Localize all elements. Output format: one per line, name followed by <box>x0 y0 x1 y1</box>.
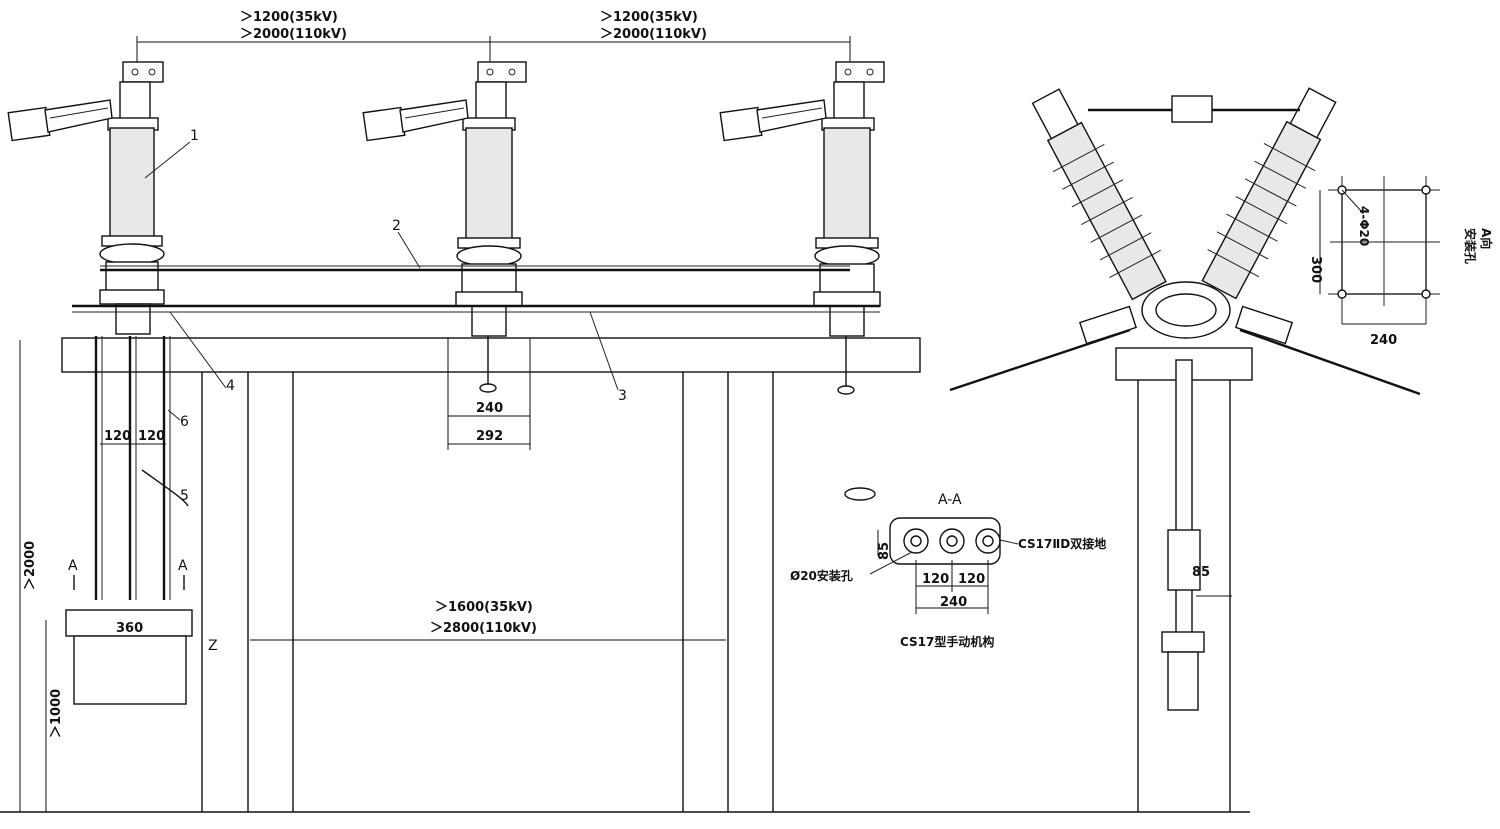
dim-height-mech: ＞1000 <box>49 689 64 738</box>
plate-hole-label: 4-Φ20 <box>1357 206 1371 246</box>
side-view <box>949 87 1421 812</box>
dim-link-120-a: 120 <box>104 429 131 444</box>
pole-1 <box>7 61 165 335</box>
section-mark-a-right: A <box>178 558 188 574</box>
dim-height-total: ＞2000 <box>23 541 38 590</box>
dim-top-right-1: ＞1200(35kV) <box>600 10 698 25</box>
section-symbol <box>844 487 876 501</box>
part-number-2: 2 <box>392 218 401 234</box>
part-number-3: 3 <box>618 388 627 404</box>
insulator-right <box>1201 87 1337 300</box>
part-label-z: Z <box>208 638 218 654</box>
section-a-a <box>844 487 1019 614</box>
plate-view-label: A向 <box>1479 228 1494 249</box>
part-number-6: 6 <box>180 414 189 430</box>
aa-dim-120-b: 120 <box>958 572 985 587</box>
insulator-left <box>1031 88 1167 301</box>
section-mark-a-left: A <box>68 558 78 574</box>
dim-top-left-1: ＞1200(35kV) <box>240 10 338 25</box>
aa-dim-240: 240 <box>940 595 967 610</box>
operating-mechanism <box>65 336 193 705</box>
dim-bottom-middle-1: ＞1600(35kV) <box>435 600 533 615</box>
side-dim-85: 85 <box>1192 565 1210 580</box>
part-number-5: 5 <box>180 488 189 504</box>
front-view: ＞1200(35kV) ＞2000(110kV) ＞1200(35kV) ＞20… <box>0 10 1250 813</box>
dim-top-left-2: ＞2000(110kV) <box>240 27 347 42</box>
dim-mech-360: 360 <box>116 621 143 636</box>
mount-hole-label: Ø20安装孔 <box>790 568 853 583</box>
support-frame <box>0 337 1250 813</box>
part-number-4: 4 <box>226 378 235 394</box>
dim-bottom-middle-2: ＞2800(110kV) <box>430 621 537 636</box>
pole-3 <box>719 61 885 395</box>
cs17d-label: CS17ⅡD双接地 <box>1018 536 1106 551</box>
plate-dim-300: 300 <box>1308 256 1323 283</box>
aa-dim-85: 85 <box>877 542 892 560</box>
dim-base-292: 292 <box>476 429 503 444</box>
dim-top-right-2: ＞2000(110kV) <box>600 27 707 42</box>
linkage-rods <box>72 265 880 313</box>
dim-link-120-b: 120 <box>138 429 165 444</box>
part-callouts <box>144 141 619 421</box>
plate-note-label: 安装孔 <box>1463 228 1478 264</box>
aa-dim-120-a: 120 <box>922 572 949 587</box>
plate-dim-240: 240 <box>1370 333 1397 348</box>
mounting-plate-view <box>1319 176 1440 325</box>
cs17-label: CS17型手动机构 <box>900 634 994 649</box>
section-title: A-A <box>938 492 962 508</box>
part-number-1: 1 <box>190 128 199 144</box>
front-dimensions <box>19 36 851 812</box>
dim-base-240: 240 <box>476 401 503 416</box>
